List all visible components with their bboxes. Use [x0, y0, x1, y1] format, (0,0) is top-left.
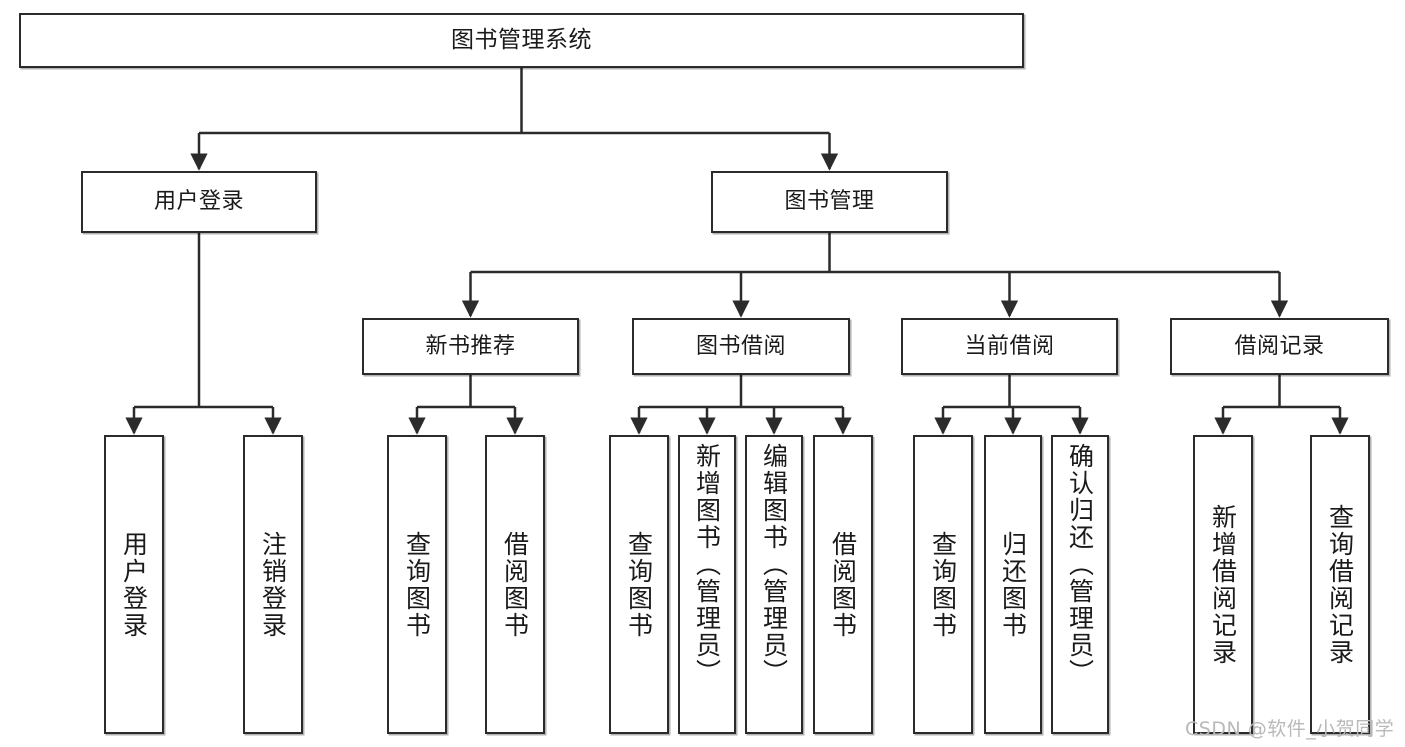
node-bookmgmt[interactable]: 图书管理: [711, 171, 948, 233]
node-label: 注销登录: [258, 530, 288, 639]
node-current[interactable]: 当前借阅: [901, 318, 1118, 375]
node-borrow[interactable]: 图书借阅: [632, 318, 850, 375]
node-l5[interactable]: 查询图书: [609, 435, 669, 734]
node-label: 图书借阅: [695, 333, 786, 359]
node-label: 确认归还（管理员）: [1065, 443, 1095, 686]
node-login[interactable]: 用户登录: [81, 171, 317, 233]
node-l4[interactable]: 借阅图书: [485, 435, 545, 734]
node-label: 图书管理: [784, 189, 875, 215]
node-l11[interactable]: 确认归还（管理员）: [1051, 435, 1109, 734]
node-newbook[interactable]: 新书推荐: [362, 318, 579, 375]
node-l10[interactable]: 归还图书: [984, 435, 1042, 734]
node-label: 借阅图书: [828, 530, 858, 639]
node-records[interactable]: 借阅记录: [1170, 318, 1389, 375]
node-label: 当前借阅: [964, 333, 1055, 359]
node-root[interactable]: 图书管理系统: [19, 13, 1024, 68]
node-label: 查询图书: [928, 530, 958, 639]
node-l6[interactable]: 新增图书（管理员）: [678, 435, 736, 734]
watermark-text: CSDN @软件_小贺同学: [1185, 718, 1395, 740]
node-label: 新增借阅记录: [1208, 503, 1238, 666]
node-label: 查询图书: [624, 530, 654, 639]
node-l8[interactable]: 借阅图书: [813, 435, 873, 734]
node-l3[interactable]: 查询图书: [387, 435, 447, 734]
node-label: 借阅记录: [1234, 333, 1325, 359]
node-label: 借阅图书: [500, 530, 530, 639]
node-label: 查询借阅记录: [1325, 503, 1355, 666]
node-l7[interactable]: 编辑图书（管理员）: [745, 435, 803, 734]
node-label: 编辑图书（管理员）: [759, 443, 789, 686]
node-label: 归还图书: [998, 530, 1028, 639]
node-label: 新书推荐: [425, 333, 516, 359]
node-label: 图书管理系统: [451, 26, 592, 53]
node-l1[interactable]: 用户登录: [104, 435, 164, 734]
node-l12[interactable]: 新增借阅记录: [1193, 435, 1253, 734]
node-label: 用户登录: [119, 530, 149, 639]
node-label: 用户登录: [153, 189, 244, 215]
node-l2[interactable]: 注销登录: [243, 435, 303, 734]
node-label: 新增图书（管理员）: [692, 443, 722, 686]
node-l9[interactable]: 查询图书: [913, 435, 973, 734]
node-label: 查询图书: [402, 530, 432, 639]
node-l13[interactable]: 查询借阅记录: [1310, 435, 1370, 734]
